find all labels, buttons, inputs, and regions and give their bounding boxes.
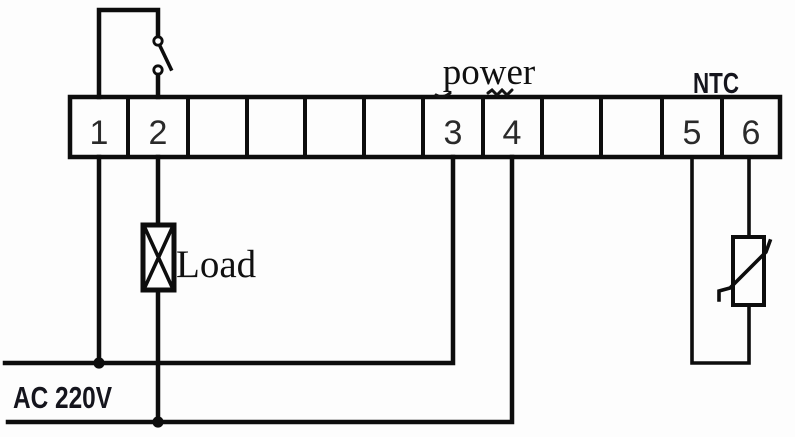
- switch-contact-top: [152, 35, 164, 47]
- wire-terminal3-bus: [2, 154, 456, 366]
- load-box: [140, 222, 177, 293]
- junction-dot: [93, 357, 105, 369]
- power-label: power: [443, 52, 535, 93]
- switch-feed-wire: [96, 7, 161, 100]
- load-x-stroke: [142, 225, 175, 290]
- junction-dot: [152, 416, 164, 428]
- wire-terminal5-loop: [690, 155, 751, 365]
- thermistor-diagonal: [717, 238, 773, 302]
- terminal-number-5: 5: [683, 114, 702, 152]
- terminal-number-3: 3: [444, 114, 463, 152]
- load-label: Load: [176, 243, 257, 286]
- terminal-number-2: 2: [149, 114, 168, 152]
- terminal-number-1: 1: [90, 114, 109, 152]
- open-switch: [96, 7, 174, 100]
- wire-terminal4-bus: [5, 154, 515, 425]
- terminal-number-4: 4: [503, 114, 522, 152]
- switch-blade: [157, 43, 174, 72]
- ntc-label: NTC: [693, 68, 739, 100]
- ac-voltage-label: AC 220V: [13, 380, 112, 415]
- ntc-thermistor: [690, 155, 773, 365]
- clipped-text-remnant: [434, 91, 452, 99]
- clipped-text-remnant: [486, 87, 514, 98]
- terminal-number-6: 6: [742, 114, 761, 152]
- thermistor-body: [731, 235, 766, 307]
- terminal-block: 1 2 3 4 5 6: [67, 94, 783, 160]
